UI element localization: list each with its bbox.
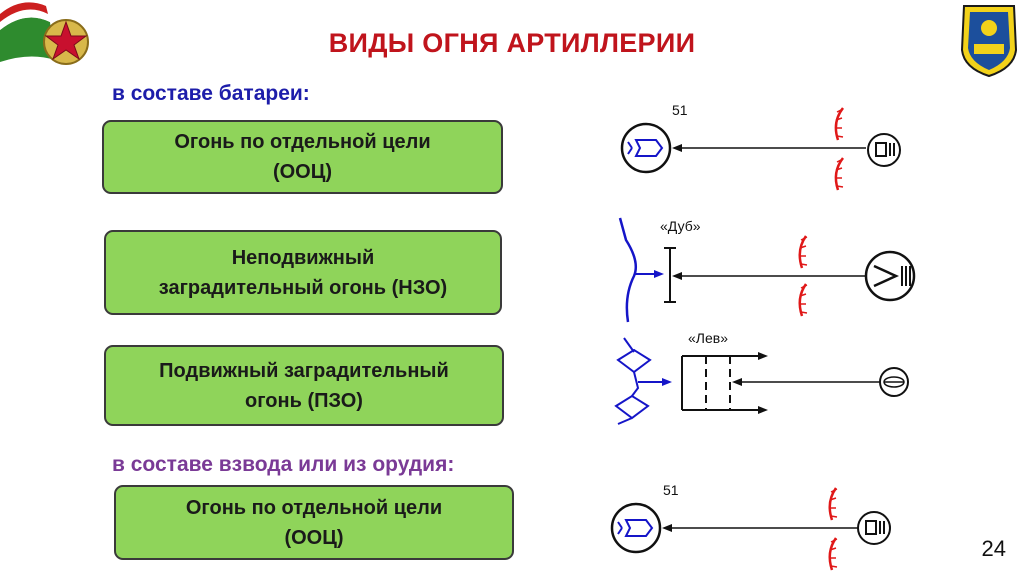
section-battery-heading: в составе батареи:	[112, 82, 310, 105]
box-label: Огонь по отдельной цели (ООЦ)	[185, 496, 443, 549]
fire-type-box-nzo: Неподвижный заградительный огонь (НЗО)	[104, 230, 502, 315]
diagram-label-dub: «Дуб»	[660, 218, 701, 234]
fire-type-box-ooc-platoon: Огонь по отдельной цели (ООЦ)	[114, 485, 514, 560]
section-platoon-heading: в составе взвода или из орудия:	[112, 453, 455, 476]
university-shield-logo-icon	[960, 5, 1018, 78]
fire-type-box-ooc-battery: Огонь по отдельной цели (ООЦ)	[102, 120, 503, 194]
page-number: 24	[981, 536, 1006, 561]
diagram-ooc-platoon	[610, 487, 891, 571]
red-star-emblem-icon	[0, 2, 89, 65]
diagram-pzo	[614, 337, 909, 425]
diagram-nzo	[618, 217, 916, 323]
box-label: Подвижный заградительный огонь (ПЗО)	[159, 359, 449, 412]
diagram-label-target-number-2: 51	[663, 482, 679, 498]
diagram-ooc-battery	[620, 107, 901, 191]
diagram-label-lev: «Лев»	[688, 330, 728, 346]
page-title: ВИДЫ ОГНЯ АРТИЛЛЕРИИ	[328, 28, 696, 58]
box-label: Огонь по отдельной цели (ООЦ)	[174, 131, 431, 183]
fire-type-box-pzo: Подвижный заградительный огонь (ПЗО)	[104, 345, 504, 426]
box-label: Неподвижный заградительный огонь (НЗО)	[158, 246, 448, 299]
diagram-label-target-number: 51	[672, 102, 688, 118]
